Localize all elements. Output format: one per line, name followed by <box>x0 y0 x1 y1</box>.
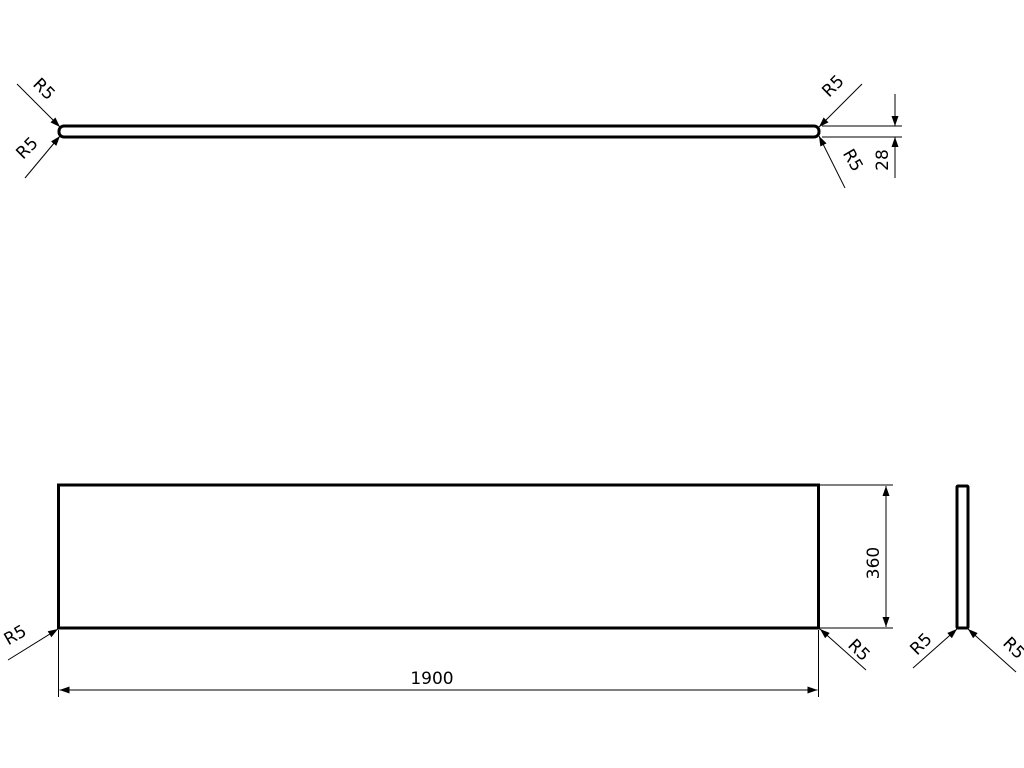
radius-label: R5 <box>906 629 936 659</box>
top-view-outline <box>57 124 821 139</box>
side-view: R5 R5 <box>906 484 1024 673</box>
top-view: 28 R5 R5 R5 R5 <box>12 71 902 189</box>
radius-leader <box>818 83 863 128</box>
radius-leader <box>7 628 59 661</box>
radius-label: R5 <box>818 71 848 101</box>
radius-leader <box>912 628 958 669</box>
radius-label: R5 <box>1 621 31 650</box>
radius-label: R5 <box>843 635 873 665</box>
front-view-outline <box>57 483 820 630</box>
length-dimension-label: 1900 <box>410 669 453 689</box>
radius-label: R5 <box>998 633 1024 663</box>
side-view-outline <box>955 484 970 630</box>
thickness-dimension-label: 28 <box>873 149 893 171</box>
radius-leader <box>819 628 867 671</box>
radius-leader <box>24 135 61 179</box>
radius-leader <box>16 83 61 128</box>
radius-leader <box>818 135 846 189</box>
radius-label: R5 <box>12 133 42 163</box>
radius-leader <box>967 628 1017 673</box>
radius-label: R5 <box>838 146 867 176</box>
height-dimension-label: 360 <box>864 547 884 579</box>
front-view: 360 1900 R5 R5 <box>1 483 893 697</box>
